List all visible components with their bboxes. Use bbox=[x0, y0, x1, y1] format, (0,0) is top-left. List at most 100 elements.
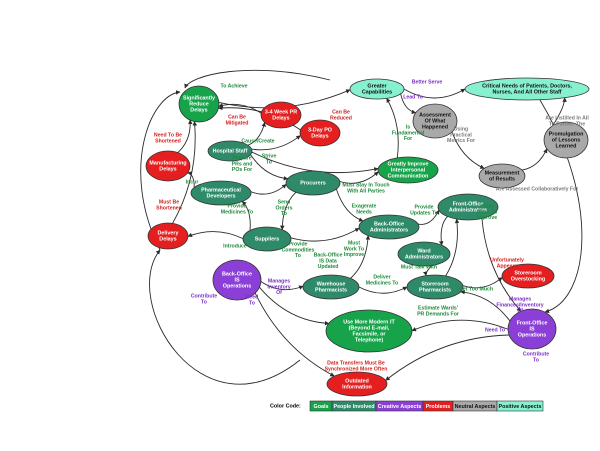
node-procurers[interactable]: Procurers bbox=[285, 170, 341, 196]
edge-pharm_dev-to-procurers bbox=[250, 183, 287, 195]
node-label-line: of Results bbox=[489, 176, 515, 182]
node-ellipse bbox=[326, 371, 388, 397]
edge-ward_admins-to-storeroom_ph bbox=[423, 265, 433, 277]
edge-warehouse-to-storeroom_ph bbox=[358, 286, 408, 294]
edge-procurers-to-bo_admins bbox=[335, 188, 364, 222]
node-label-line: Front-Office bbox=[517, 320, 548, 326]
edge-label-need-shortened: Need To Be bbox=[154, 132, 182, 138]
edge-greater_cap-to-assessment bbox=[400, 93, 417, 115]
edge-label-must-be-shortened: Shortened bbox=[156, 205, 182, 211]
edge-fo_opera-to-storeroom_ph bbox=[460, 289, 511, 322]
edge-label-can-mitigated: Mitigated bbox=[226, 120, 249, 126]
node-ellipse bbox=[212, 259, 262, 301]
node-hospital[interactable]: Hospital Staff bbox=[207, 140, 253, 162]
node-greatly[interactable]: Greatly ImproveInterpersonalCommunicatio… bbox=[377, 156, 439, 184]
legend-label-problems: Problems bbox=[426, 404, 451, 410]
node-ellipse bbox=[437, 193, 499, 221]
node-label-line: Front-Office bbox=[453, 201, 484, 207]
node-label-line: Nurses, And All Other Staff bbox=[492, 89, 561, 95]
node-ellipse bbox=[501, 263, 555, 289]
edge-label-can-reduced: Reduced bbox=[330, 115, 352, 121]
node-label-line: Outdated bbox=[345, 378, 369, 384]
edge-bo_opera-to-outdated bbox=[254, 292, 335, 377]
edge-label-can-mitigated: Can Be bbox=[228, 114, 246, 120]
edge-pharm_dev-to-manuf bbox=[187, 171, 195, 188]
edge-label-must-work2: Improve bbox=[477, 215, 497, 221]
edge-label-data-transfers: Data Transfers Must Be bbox=[327, 360, 385, 366]
node-label-line: Learned bbox=[556, 143, 577, 149]
node-ellipse bbox=[543, 121, 589, 159]
edge-assessment-to-measurement bbox=[451, 131, 485, 169]
edge-procurers-to-suppliers bbox=[280, 191, 297, 231]
edge-manuf-to-sig_reduce bbox=[177, 119, 193, 153]
edge-fo_opera-to-modern_it bbox=[411, 319, 509, 332]
edge-label-send-orders: Send bbox=[278, 200, 291, 206]
edge-label-estimate: PR Demands For bbox=[417, 311, 459, 317]
node-label-line: (Beyond E-mail, bbox=[349, 325, 390, 331]
node-label-line: Significantly bbox=[183, 95, 215, 101]
node-ellipse bbox=[145, 150, 191, 182]
edge-label-must-work1: Must bbox=[348, 241, 360, 247]
node-label-line: Administrators bbox=[449, 207, 487, 213]
node-label-line: Reduce bbox=[189, 101, 208, 107]
edge-greater_cap-to-critical bbox=[403, 88, 466, 99]
node-ellipse bbox=[412, 103, 458, 139]
edge-label-must-work1: Improve bbox=[344, 252, 364, 258]
node-label-line: Pharmacists bbox=[315, 287, 347, 293]
edge-left-loop bbox=[140, 90, 181, 251]
node-modern-it[interactable]: Use More Modern IT(Beyond E-mail,Facsimi… bbox=[325, 309, 413, 353]
legend-swatch-positive bbox=[496, 400, 544, 412]
edge-label-better-serve: Better Serve bbox=[412, 79, 443, 85]
node-label-line: IS bbox=[529, 326, 534, 332]
node-label-line: Administrators bbox=[370, 227, 408, 233]
edge-label-bo-data: IS Data bbox=[319, 258, 337, 264]
edge-label-must-be-shortened: Must Be bbox=[159, 199, 179, 205]
node-label-line: Developers bbox=[206, 193, 235, 199]
edge-label-manages-fin: Finances/Inventory bbox=[496, 302, 543, 308]
edge-label-must-work1: Work To bbox=[344, 246, 364, 252]
edge-label-contribute1: Contribute bbox=[191, 293, 217, 299]
node-label-line: Greater bbox=[367, 83, 387, 89]
node-label-line: Information bbox=[342, 384, 372, 390]
edge-label-strive-to: Strive bbox=[262, 153, 277, 159]
edge-label-using-practical: Metrics For bbox=[447, 138, 475, 144]
legend-label-creative: Creative Aspects bbox=[378, 404, 422, 410]
edge-label-deliver-med: Medicines To bbox=[366, 280, 398, 286]
edge-label-provide-commod: Commodities bbox=[282, 247, 315, 253]
node-label-line: Pharmaceutical bbox=[201, 187, 241, 193]
node-label-line: IS bbox=[234, 277, 239, 283]
node-label-line: Procurers bbox=[300, 180, 325, 186]
node-ellipse bbox=[147, 222, 189, 250]
edges-layer bbox=[140, 69, 583, 385]
edge-bo_opera-to-warehouse bbox=[260, 281, 304, 291]
node-label-line: Interpersonal bbox=[391, 167, 426, 173]
node-suppliers[interactable]: Suppliers bbox=[242, 226, 292, 252]
node-ellipse bbox=[299, 119, 341, 147]
edge-label-provide-med: Provide bbox=[227, 203, 246, 209]
node-critical[interactable]: Critical Needs of Patients, Doctors,Nurs… bbox=[464, 77, 590, 101]
edge-label-deliver-med: Deliver bbox=[373, 274, 390, 280]
edge-label-provide-med: Medicines To bbox=[221, 209, 253, 215]
edge-label-manages-fin: Manages bbox=[509, 297, 531, 303]
node-label-line: Delays bbox=[190, 107, 207, 113]
